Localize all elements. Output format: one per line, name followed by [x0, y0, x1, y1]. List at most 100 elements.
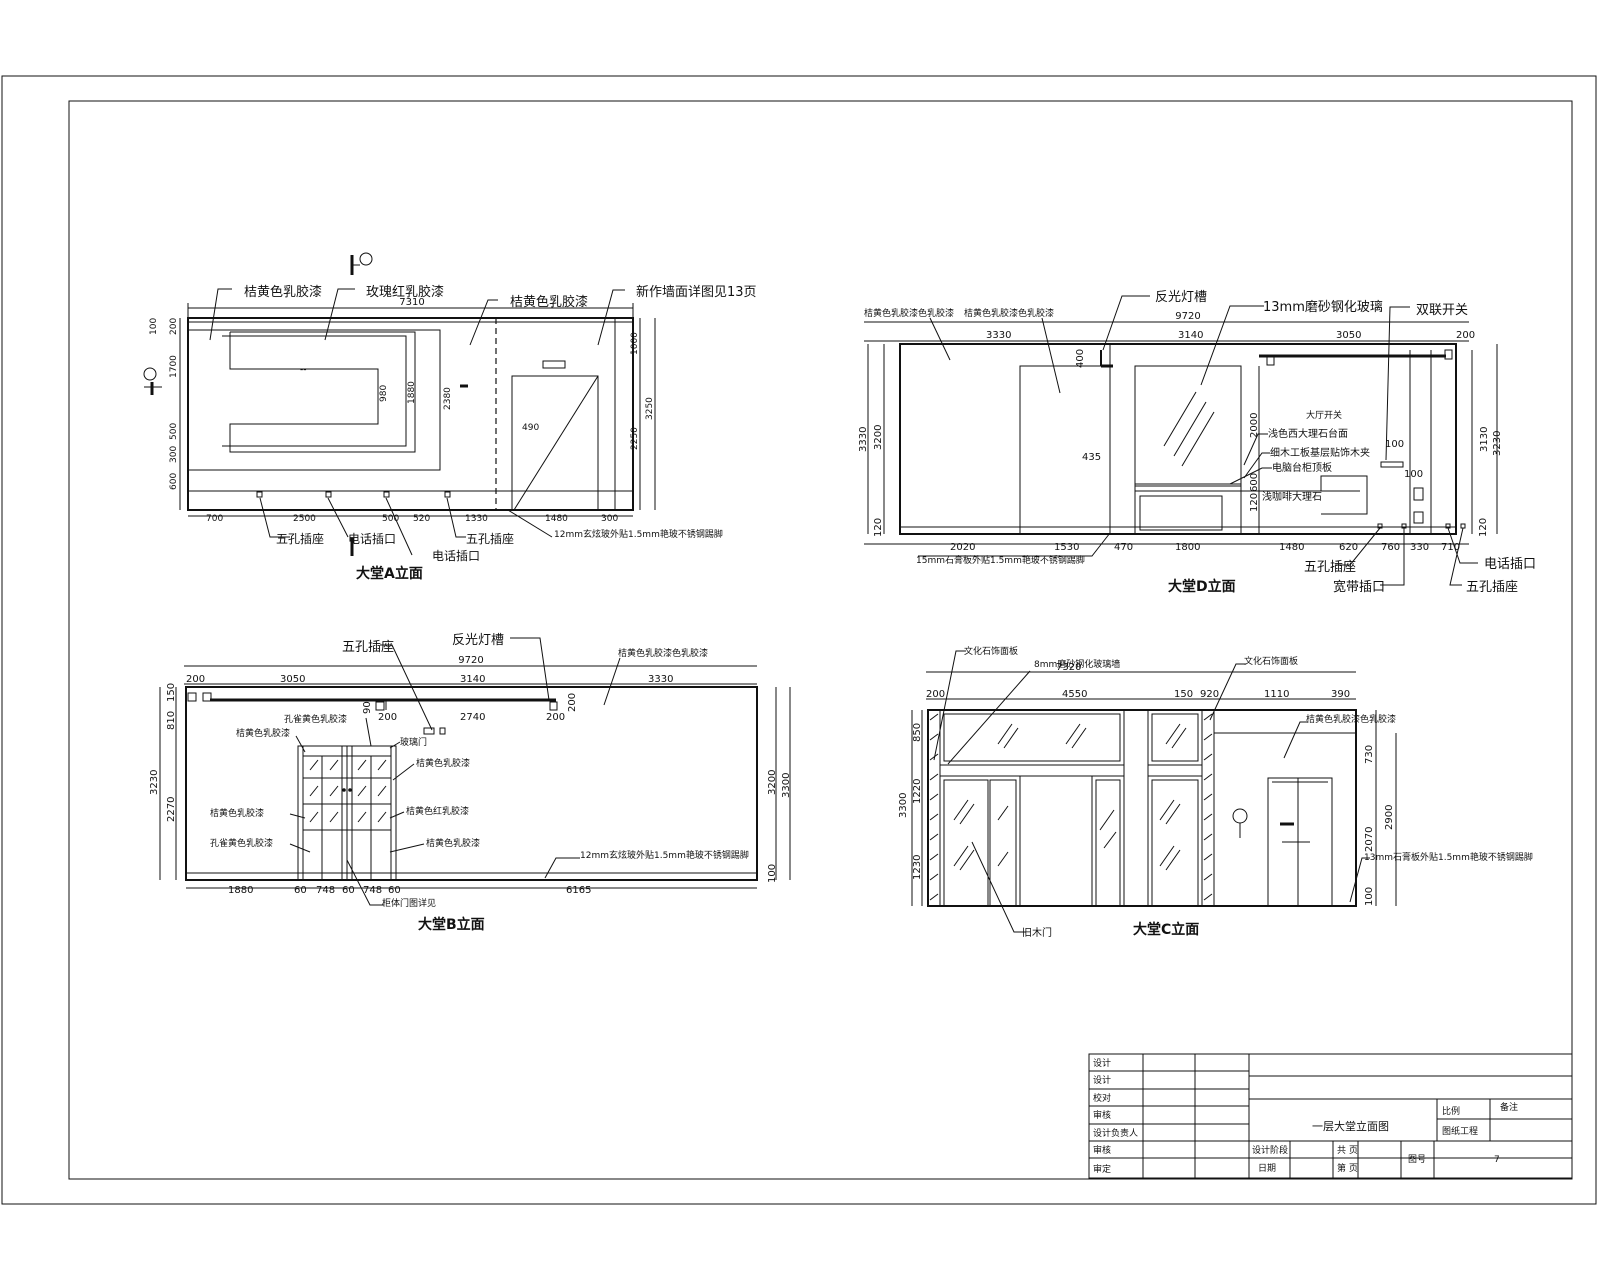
- elev-c-left-dim: 1230: [912, 855, 923, 880]
- label-glass-note: 12mm玄炫玻外贴1.5mm艳玻不锈钢踢脚: [554, 528, 723, 540]
- elev-c-left-dim: 3300: [898, 793, 909, 818]
- elev-c-top-dim: 1110: [1264, 689, 1289, 700]
- title-date-label: 日期: [1258, 1163, 1276, 1174]
- title-row-label: 校对: [1093, 1092, 1111, 1104]
- label-glass-c: 8mm磨砂钢化玻璃墙: [1034, 658, 1120, 670]
- elev-c-top-dim: 920: [1200, 689, 1219, 700]
- elev-d-bottom-dim: 2020: [950, 542, 975, 553]
- elev-a-left-dim: 300: [169, 446, 179, 463]
- elev-b-bottom-dim: 60: [342, 885, 355, 896]
- label-paint-c: 桔黄色乳胶漆色乳胶漆: [1306, 713, 1396, 725]
- elev-d-top-dim: 200: [1456, 330, 1475, 341]
- elev-d-bottom-dim: 1800: [1175, 542, 1200, 553]
- label-socket-5-d: 五孔插座: [1304, 560, 1356, 575]
- label-counter-board: 电脑台柜顶板: [1272, 461, 1332, 474]
- elev-a-right-dim: 1000: [630, 332, 640, 355]
- elev-b-mid-dim: 200: [567, 693, 578, 712]
- label-cab-bottom: 柜体门图详见: [382, 897, 436, 909]
- title-row-label: 设计负责人: [1093, 1127, 1138, 1139]
- label-paint-rose: 玫瑰红乳胶漆: [366, 284, 444, 300]
- title-row-label: 审核: [1093, 1144, 1111, 1156]
- label-phone-2: 电话插口: [432, 549, 480, 563]
- elevation-b: 9720 200 3050 3140 3330 90 200 2740 200 …: [149, 633, 792, 933]
- elev-b-bottom-dim: 6165: [566, 885, 591, 896]
- elev-d-top-dim: 3050: [1336, 330, 1361, 341]
- label-door-c: 旧木门: [1022, 926, 1052, 939]
- section-marker-icon: [350, 252, 373, 275]
- label-socket-5-b: 五孔插座: [342, 640, 394, 655]
- title-field-a: 比例: [1442, 1105, 1460, 1117]
- label-glass-13: 13mm磨砂钢化玻璃: [1263, 300, 1383, 315]
- elev-a-bottom-dim: 2500: [293, 514, 316, 524]
- elevation-c: 7320 200 4550 150 920 1110 390: [898, 645, 1533, 939]
- svg-text:--: --: [300, 365, 307, 375]
- title-sheet-no: 7: [1494, 1155, 1500, 1165]
- elev-d-bottom-dim: 760: [1381, 542, 1400, 553]
- elev-b-bottom-dim: 1880: [228, 885, 253, 896]
- elev-c-right-dim: 2900: [1384, 805, 1395, 830]
- label-wood-panel: 细木工板基层贴饰木夹: [1270, 446, 1370, 459]
- elev-b-left-dim: 810: [166, 711, 177, 730]
- label-marble-counter-2: 浅咖啡大理石: [1262, 490, 1322, 503]
- elev-a-inner-dim: 2380: [443, 387, 453, 410]
- elevation-b-title: 大堂B立面: [418, 916, 485, 933]
- elev-d-bottom-dim: 620: [1339, 542, 1358, 553]
- label-sw-note: 大厅开关: [1306, 409, 1342, 421]
- inner-frame-border: [68, 100, 1573, 1180]
- elev-a-bottom-dim: 500: [382, 514, 399, 524]
- elev-d-right-dim: 120: [1478, 518, 1489, 537]
- label-paint-left: 桔黄色乳胶漆色乳胶漆: [864, 307, 954, 319]
- label-socket-5b: 五孔插座: [466, 531, 514, 546]
- title-block: 设计 设计 校对 审核 设计负责人 审核 审定 比例 备注 图纸工程 设计阶段 …: [1088, 1053, 1573, 1179]
- elev-c-top-dim: 7320: [1056, 662, 1081, 673]
- elev-b-top-dim: 9720: [458, 655, 483, 666]
- label-paint-mid: 桔黄色乳胶漆色乳胶漆: [964, 307, 1054, 319]
- label-cove-b: 反光灯槽: [452, 633, 504, 648]
- elev-d-inner-dim: 100: [1404, 469, 1423, 480]
- elev-d-inner-dim: 600: [1249, 473, 1260, 492]
- elev-b-right-dim: 100: [767, 864, 778, 883]
- elev-b-right-dim: 3300: [781, 773, 792, 798]
- elev-a-inner-dim: 980: [379, 385, 389, 402]
- elev-b-mid-dim: 200: [378, 712, 397, 723]
- label-new-wall-note: 新作墙面详图见13页: [636, 284, 757, 300]
- elev-d-top-dim: 3330: [986, 330, 1011, 341]
- elev-c-top-dim: 390: [1331, 689, 1350, 700]
- elev-d-inner-dim: 400: [1075, 349, 1086, 368]
- section-marker-icon: [143, 367, 162, 395]
- label-cab-r3: 桔黄色红乳胶漆: [406, 805, 469, 817]
- label-cab-r4: 桔黄色乳胶漆: [426, 837, 480, 849]
- elev-a-left-dim: 200: [169, 318, 179, 335]
- outer-sheet-border: [1, 75, 1597, 1205]
- elev-b-left-dim: 150: [166, 683, 177, 702]
- elev-d-bottom-dim: 1480: [1279, 542, 1304, 553]
- elev-b-right-dim: 3200: [767, 770, 778, 795]
- elev-d-left-dim: 120: [873, 518, 884, 537]
- label-socket-5: 五孔插座: [276, 531, 324, 546]
- section-marker-icon: [1232, 808, 1248, 838]
- elev-b-top-dim: 200: [186, 674, 205, 685]
- elev-d-bottom-dim: 710: [1441, 542, 1460, 553]
- title-row-label: 设计: [1093, 1057, 1111, 1069]
- elev-a-bottom-dim: 520: [413, 514, 430, 524]
- elev-b-bottom-dim: 60: [388, 885, 401, 896]
- elev-a-bottom-dim: 1480: [545, 514, 568, 524]
- elev-d-top-dim: 3140: [1178, 330, 1203, 341]
- elev-b-top-dim: 3330: [648, 674, 673, 685]
- elev-c-top-dim: 200: [926, 689, 945, 700]
- label-bottom-note-b: 12mm玄炫玻外贴1.5mm艳玻不锈钢踢脚: [580, 849, 749, 861]
- label-marble-counter: 浅色西大理石台面: [1268, 427, 1348, 440]
- elev-b-bottom-dim: 748: [316, 885, 335, 896]
- elev-d-inner-dim: 120: [1249, 493, 1260, 512]
- label-cab-r1: 玻璃门: [400, 736, 427, 748]
- elevation-a: 7310 -- 700 2500 500 520 1330: [143, 252, 757, 582]
- elevation-d-title: 大堂D立面: [1168, 578, 1236, 595]
- elev-c-top-dim: 150: [1174, 689, 1193, 700]
- title-page-label-2: 第 页: [1337, 1162, 1358, 1174]
- elev-c-right-dim: 100: [1364, 887, 1375, 906]
- title-row-label: 审核: [1093, 1109, 1111, 1121]
- label-bottom-note-c: 13mm石膏板外贴1.5mm艳玻不锈钢踢脚: [1364, 851, 1533, 863]
- elev-d-inner-dim: 100: [1385, 439, 1404, 450]
- label-cove-d: 反光灯槽: [1155, 290, 1207, 305]
